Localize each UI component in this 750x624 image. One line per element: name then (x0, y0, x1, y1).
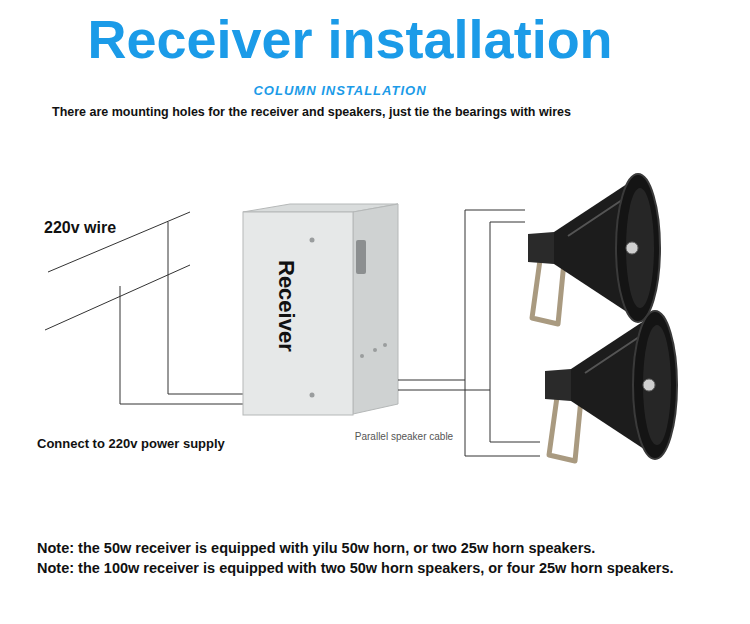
note-text: Note: the 50w receiver is equipped with … (37, 540, 727, 557)
page-title: Receiver installation (0, 8, 700, 70)
box-label: Receiver (273, 260, 299, 352)
cable-label: Parallel speaker cable (352, 431, 456, 443)
wire-label: 220v wire (44, 218, 204, 237)
speaker-cables (398, 210, 540, 456)
power-label: Connect to 220v power supply (37, 436, 297, 452)
intro-text: There are mounting holes for the receive… (52, 105, 742, 120)
receiver-cabinet (243, 204, 398, 415)
note-text: Note: the 100w receiver is equipped with… (37, 560, 727, 577)
power-wires (45, 212, 245, 404)
horn-speaker (545, 311, 677, 461)
receiver-box: Receiver (243, 212, 353, 415)
subtitle: COLUMN INSTALLATION (0, 83, 680, 99)
horn-speaker (528, 174, 660, 324)
